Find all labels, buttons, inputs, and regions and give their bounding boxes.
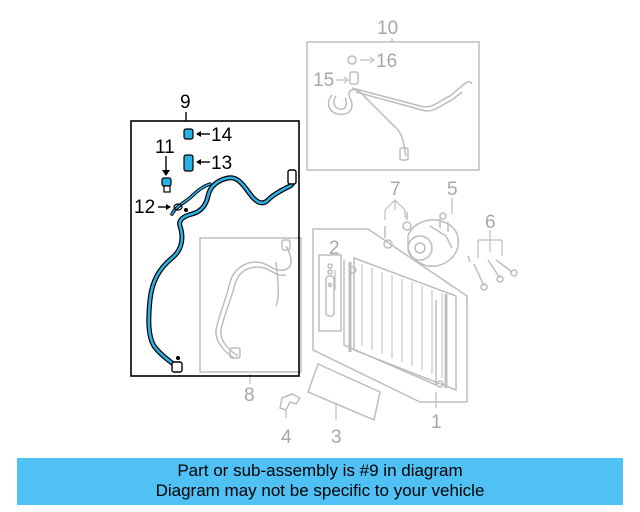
callout-9: 9 bbox=[180, 92, 191, 113]
part-10-hose-assembly bbox=[306, 41, 480, 171]
banner-line-1: Part or sub-assembly is #9 in diagram bbox=[177, 461, 463, 480]
active-parts bbox=[130, 112, 300, 377]
muted-parts bbox=[199, 38, 518, 422]
part-3-seal bbox=[307, 362, 381, 422]
callout-13: 13 bbox=[211, 153, 232, 174]
callout-4: 4 bbox=[281, 427, 292, 448]
callout-3: 3 bbox=[331, 427, 342, 448]
part-8-hose bbox=[199, 237, 302, 373]
callout-7: 7 bbox=[390, 179, 401, 200]
part-9-frame bbox=[130, 120, 300, 377]
muted-leader-lines bbox=[249, 38, 503, 420]
callout-labels: 1 2 3 4 5 6 7 8 9 10 11 12 13 14 15 16 bbox=[134, 18, 496, 448]
banner-line-2: Diagram may not be specific to your vehi… bbox=[155, 481, 485, 500]
part-9-hose bbox=[146, 169, 297, 373]
callout-16: 16 bbox=[376, 51, 397, 72]
part-7-bolts bbox=[383, 212, 412, 249]
callout-1: 1 bbox=[431, 412, 442, 433]
part-14-cap bbox=[183, 128, 210, 140]
callout-2: 2 bbox=[329, 238, 340, 259]
part-6-bolts bbox=[467, 255, 518, 291]
part-5-compressor bbox=[407, 212, 460, 267]
callout-11: 11 bbox=[155, 137, 175, 158]
callout-5: 5 bbox=[447, 179, 458, 200]
callout-14: 14 bbox=[211, 125, 233, 146]
callout-8: 8 bbox=[244, 385, 255, 406]
info-banner: Part or sub-assembly is #9 in diagram Di… bbox=[17, 458, 623, 505]
callout-6: 6 bbox=[485, 212, 496, 233]
part-12-oring bbox=[158, 203, 183, 211]
part-1-condenser bbox=[312, 228, 468, 403]
callout-15: 15 bbox=[313, 70, 334, 91]
part-11-switch bbox=[161, 156, 172, 193]
part-13-valve bbox=[183, 154, 210, 172]
part-4-bracket bbox=[279, 393, 302, 411]
parts-diagram: 1 2 3 4 5 6 7 8 9 10 11 12 13 14 15 16 bbox=[130, 18, 518, 448]
callout-12: 12 bbox=[134, 197, 155, 218]
part-2-drier bbox=[318, 254, 342, 332]
callout-10: 10 bbox=[377, 18, 398, 39]
